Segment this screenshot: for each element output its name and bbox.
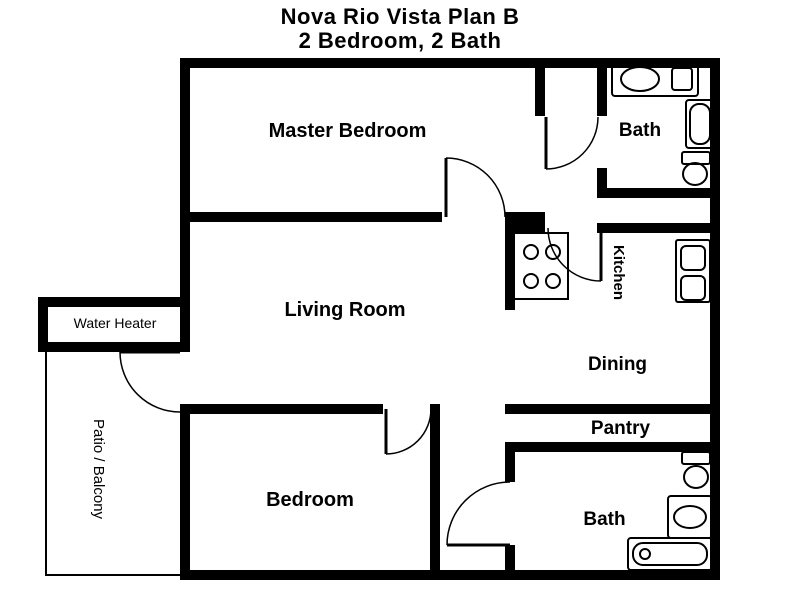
- wall-closet-left: [535, 58, 545, 116]
- doors: [119, 116, 603, 547]
- label-bath-bottom: Bath: [583, 509, 626, 530]
- door-bath-top: [544, 116, 599, 170]
- plan-title-line2: 2 Bedroom, 2 Bath: [298, 28, 502, 53]
- door-bath-bottom: [446, 481, 511, 547]
- wall-outer-left-upper: [180, 58, 190, 352]
- door-patio: [119, 350, 181, 413]
- bath-top-toilet-icon: [681, 151, 711, 186]
- bath-bottom-bathtub-icon: [627, 537, 713, 571]
- wall-kitchen-left: [505, 212, 515, 310]
- kitchen-double-sink-icon: [675, 239, 711, 303]
- wall-bath-top-left-upper: [597, 58, 607, 116]
- wall-pantry-bottom: [505, 442, 720, 452]
- label-pantry: Pantry: [590, 418, 651, 439]
- label-living-room: Living Room: [284, 299, 406, 321]
- wall-bath-top-bottom: [597, 188, 720, 198]
- wall-outer-bottom: [180, 570, 720, 580]
- wall-bedroom-top: [180, 404, 383, 414]
- wall-waterheater-bottom: [38, 342, 190, 352]
- plan-title: Nova Rio Vista Plan B 2 Bedroom, 2 Bath: [0, 5, 800, 53]
- label-kitchen: Kitchen: [610, 245, 627, 301]
- label-bedroom: Bedroom: [266, 489, 354, 511]
- door-master-bedroom: [444, 157, 506, 218]
- fixtures: [513, 61, 715, 571]
- patio-outline: [45, 352, 185, 576]
- bath-bottom-sink-counter-icon: [667, 495, 713, 539]
- wall-outer-right: [710, 58, 720, 580]
- bath-top-sink-counter-icon: [611, 61, 699, 97]
- wall-bath-bottom-left-lower: [505, 545, 515, 580]
- stove-cooktop-icon: [513, 232, 569, 300]
- walls: [38, 58, 720, 580]
- wall-waterheater-top: [38, 297, 190, 307]
- door-hallway: [547, 227, 603, 282]
- label-patio-balcony: Patio / Balcony: [90, 418, 107, 520]
- wall-outer-left-lower: [180, 404, 190, 580]
- wall-kitchen-top: [597, 223, 720, 233]
- label-dining: Dining: [587, 354, 648, 375]
- wall-bath-bottom-left-upper: [505, 442, 515, 482]
- bath-bottom-toilet-icon: [681, 451, 711, 489]
- plan-title-line1: Nova Rio Vista Plan B: [280, 4, 520, 29]
- wall-bedroom-right: [430, 404, 440, 580]
- label-bath-top: Bath: [618, 120, 662, 141]
- wall-waterheater-left: [38, 297, 48, 352]
- wall-pantry-top: [505, 404, 720, 414]
- wall-master-bottom: [180, 212, 442, 222]
- wall-outer-top: [180, 58, 720, 68]
- wall-bath-top-left-lower: [597, 168, 607, 198]
- door-bedroom: [384, 408, 432, 455]
- bath-top-shower-tub-icon: [685, 99, 715, 149]
- label-master-bedroom: Master Bedroom: [268, 120, 427, 142]
- label-water-heater: Water Heater: [73, 315, 157, 331]
